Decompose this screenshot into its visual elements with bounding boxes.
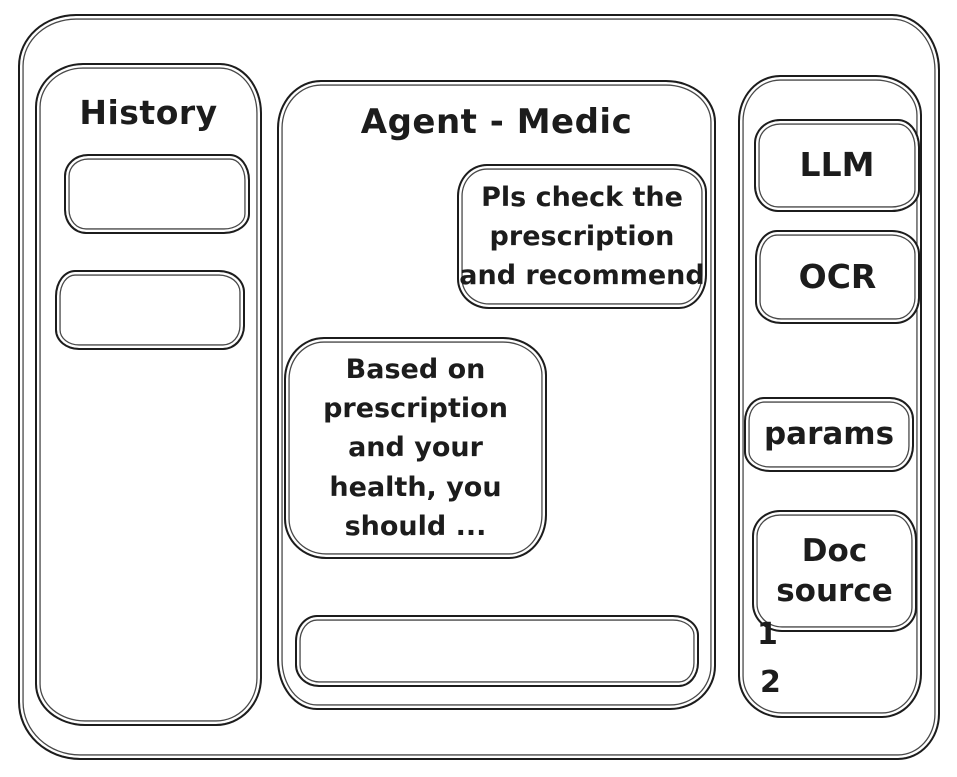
doc-source-item-1[interactable]: 1 <box>757 617 778 652</box>
history-title: History <box>79 93 218 132</box>
message-input[interactable] <box>295 615 699 687</box>
doc-source-button[interactable]: Doc source <box>752 510 917 632</box>
tools-panel: LLM OCR params Doc source 1 2 <box>738 75 922 718</box>
ocr-button[interactable]: OCR <box>755 230 920 324</box>
params-button[interactable]: params <box>744 397 914 472</box>
chat-panel: Agent - Medic Pls check the prescription… <box>277 80 716 710</box>
history-panel: History <box>35 63 262 726</box>
chat-title: Agent - Medic <box>360 102 633 142</box>
user-message-bubble: Pls check the prescription and recommend <box>457 164 707 309</box>
history-item[interactable] <box>64 154 250 234</box>
doc-source-item-2[interactable]: 2 <box>760 665 781 700</box>
history-item[interactable] <box>55 270 245 350</box>
llm-button[interactable]: LLM <box>754 119 920 212</box>
agent-message-bubble: Based on prescription and your health, y… <box>284 337 547 559</box>
